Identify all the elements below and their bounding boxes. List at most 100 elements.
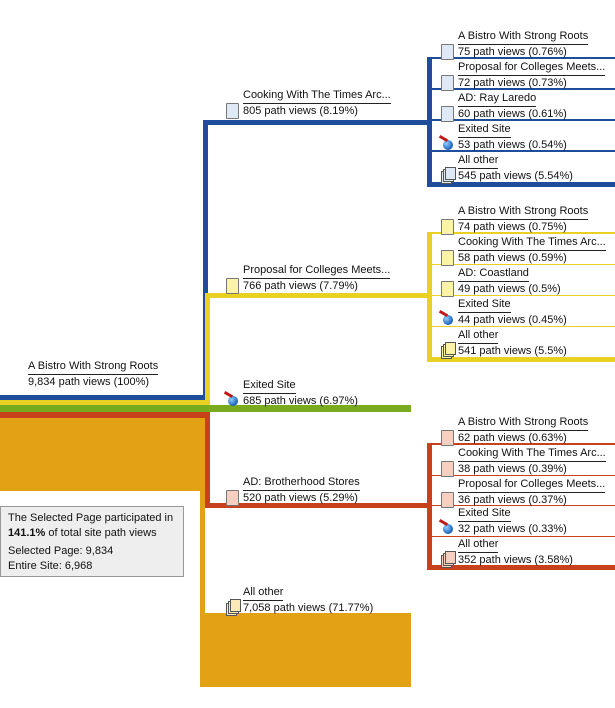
flow-blue-box-vertical (427, 57, 432, 187)
node-title[interactable]: AD: Brotherhood Stores (243, 476, 360, 491)
branch-node[interactable]: Cooking With The Times Arc...805 path vi… (226, 89, 418, 119)
info-line: of total site path views (45, 527, 157, 539)
node-views: 49 path views (0.5%) (458, 283, 561, 295)
divider (432, 475, 615, 476)
child-node[interactable]: Proposal for Colleges Meets...72 path vi… (441, 61, 615, 91)
node-title[interactable]: A Bistro With Strong Roots (458, 30, 589, 45)
node-title[interactable]: Proposal for Colleges Meets... (243, 264, 391, 279)
page-icon (226, 278, 239, 294)
node-views: 74 path views (0.75%) (458, 221, 567, 233)
node-title[interactable]: A Bistro With Strong Roots (458, 416, 589, 431)
flow-orange-vertical (200, 418, 205, 618)
page-icon (441, 492, 454, 508)
node-views: 53 path views (0.54%) (458, 139, 567, 151)
info-entire-site: Entire Site: 6,968 (8, 560, 93, 572)
flow-blue-box-bottom (427, 182, 615, 187)
flow-blue-horizontal (203, 120, 432, 125)
node-title[interactable]: Exited Site (243, 379, 296, 394)
flow-yellow-box-bottom (427, 357, 615, 362)
page-icon (226, 490, 239, 506)
flow-red-vertical (205, 412, 210, 508)
flow-red-box-vertical (427, 443, 432, 570)
exit-icon (438, 309, 454, 325)
node-title[interactable]: Proposal for Colleges Meets... (458, 61, 606, 76)
node-title[interactable]: Cooking With The Times Arc... (458, 447, 606, 462)
divider (432, 264, 615, 265)
page-icon (441, 281, 454, 297)
branch-node[interactable]: Proposal for Colleges Meets...766 path v… (226, 264, 418, 294)
divider (432, 232, 615, 234)
node-views: 352 path views (3.58%) (458, 554, 573, 566)
node-views: 36 path views (0.37%) (458, 494, 567, 506)
info-selected-page: Selected Page: 9,834 (8, 545, 114, 557)
divider (432, 57, 615, 59)
info-percent: 141.1% (8, 527, 46, 539)
node-title[interactable]: A Bistro With Strong Roots (458, 205, 589, 220)
node-views: 520 path views (5.29%) (243, 492, 358, 504)
node-title[interactable]: Exited Site (458, 298, 511, 313)
all-other-icon (441, 342, 456, 359)
flow-yellow-trunk (0, 400, 210, 405)
page-icon (226, 103, 239, 119)
node-title[interactable]: Proposal for Colleges Meets... (458, 478, 606, 493)
node-title[interactable]: Exited Site (458, 123, 511, 138)
divider (432, 295, 615, 296)
all-other-icon (441, 551, 456, 568)
exit-icon (438, 518, 454, 534)
flow-blue-trunk (0, 395, 208, 400)
root-node[interactable]: A Bistro With Strong Roots 9,834 path vi… (28, 360, 203, 389)
node-title[interactable]: AD: Ray Laredo (458, 92, 537, 107)
page-icon (441, 75, 454, 91)
info-line: The Selected Page participated in (8, 512, 174, 524)
node-views: 805 path views (8.19%) (243, 105, 358, 117)
node-title[interactable]: Cooking With The Times Arc... (458, 236, 606, 251)
node-title[interactable]: All other (458, 538, 499, 553)
node-title[interactable]: Cooking With The Times Arc... (243, 89, 391, 104)
flow-red-box-bottom (427, 565, 615, 570)
flow-orange-block (200, 613, 411, 687)
flow-yellow-box-vertical (427, 232, 432, 362)
flow-yellow-horizontal (205, 293, 432, 298)
page-icon (441, 430, 454, 446)
node-views: 32 path views (0.33%) (458, 523, 567, 535)
exit-icon (223, 390, 239, 406)
page-icon (441, 44, 454, 60)
node-views: 58 path views (0.59%) (458, 252, 567, 264)
page-icon (441, 219, 454, 235)
child-node[interactable]: Proposal for Colleges Meets...36 path vi… (441, 478, 615, 508)
child-node[interactable]: Cooking With The Times Arc...38 path vie… (441, 447, 615, 477)
flow-yellow-vertical (205, 293, 210, 405)
node-title[interactable]: All other (458, 154, 499, 169)
node-title[interactable]: AD: Coastland (458, 267, 529, 282)
node-title[interactable]: A Bistro With Strong Roots (28, 360, 159, 375)
node-title[interactable]: All other (243, 586, 284, 601)
all-other-icon (441, 167, 456, 184)
node-views: 62 path views (0.63%) (458, 432, 567, 444)
node-views: 38 path views (0.39%) (458, 463, 567, 475)
flow-green-band (0, 405, 411, 412)
node-title[interactable]: Exited Site (458, 507, 511, 522)
divider (432, 326, 615, 327)
page-icon (441, 461, 454, 477)
all-other-icon (226, 599, 241, 616)
node-title[interactable]: All other (458, 329, 499, 344)
flow-orange-trunk (0, 418, 205, 491)
divider (432, 443, 615, 445)
flow-red-trunk (0, 412, 210, 418)
info-box: The Selected Page participated in 141.1%… (0, 506, 184, 577)
child-node[interactable]: Cooking With The Times Arc...58 path vie… (441, 236, 615, 266)
